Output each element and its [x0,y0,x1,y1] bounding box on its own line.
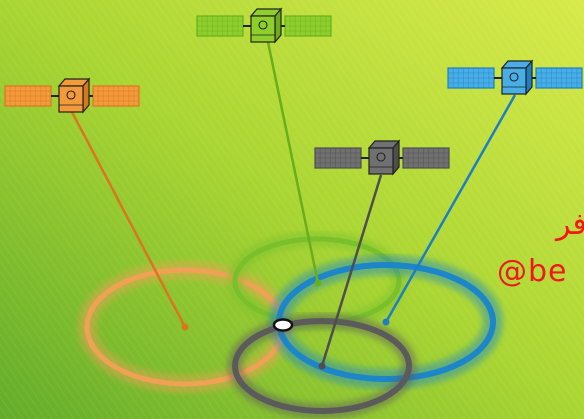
solar-panel-left [447,67,495,89]
blue-signal-line [384,94,517,323]
green-ground-point [314,279,322,287]
satellite-bus [249,7,283,44]
solar-panel-left [196,15,244,37]
solar-panel-right [92,85,140,107]
green-signal-line [266,41,320,284]
gray-range-ring [227,313,417,419]
satellite-blue [447,59,583,96]
solar-panel-left [314,147,362,169]
signal-lines [70,41,517,367]
watermark-text-line-1: فر [556,207,584,242]
satellite-bus [367,139,401,176]
satellite-antenna [66,90,76,100]
satellite-antenna [258,20,268,30]
solar-panel-left [4,85,52,107]
satellite-antenna [509,72,519,82]
ground-points [181,279,390,370]
position-fix-marker [272,318,294,332]
solar-panel-right [402,147,450,169]
satellite-green [196,7,332,44]
gray-signal-line [320,174,383,367]
satellite-bus [500,59,534,96]
orange-ground-point [181,323,189,331]
solar-panel-right [535,67,583,89]
watermark-text-line-2: @be [497,254,568,289]
solar-panel-right [284,15,332,37]
satellite-gray [314,139,450,176]
blue-ground-point [382,318,390,326]
satellite-orange [4,77,140,114]
satellite-bus [57,77,91,114]
gray-ground-point [318,362,326,370]
satellite-antenna [376,152,386,162]
orange-signal-line [70,111,187,328]
